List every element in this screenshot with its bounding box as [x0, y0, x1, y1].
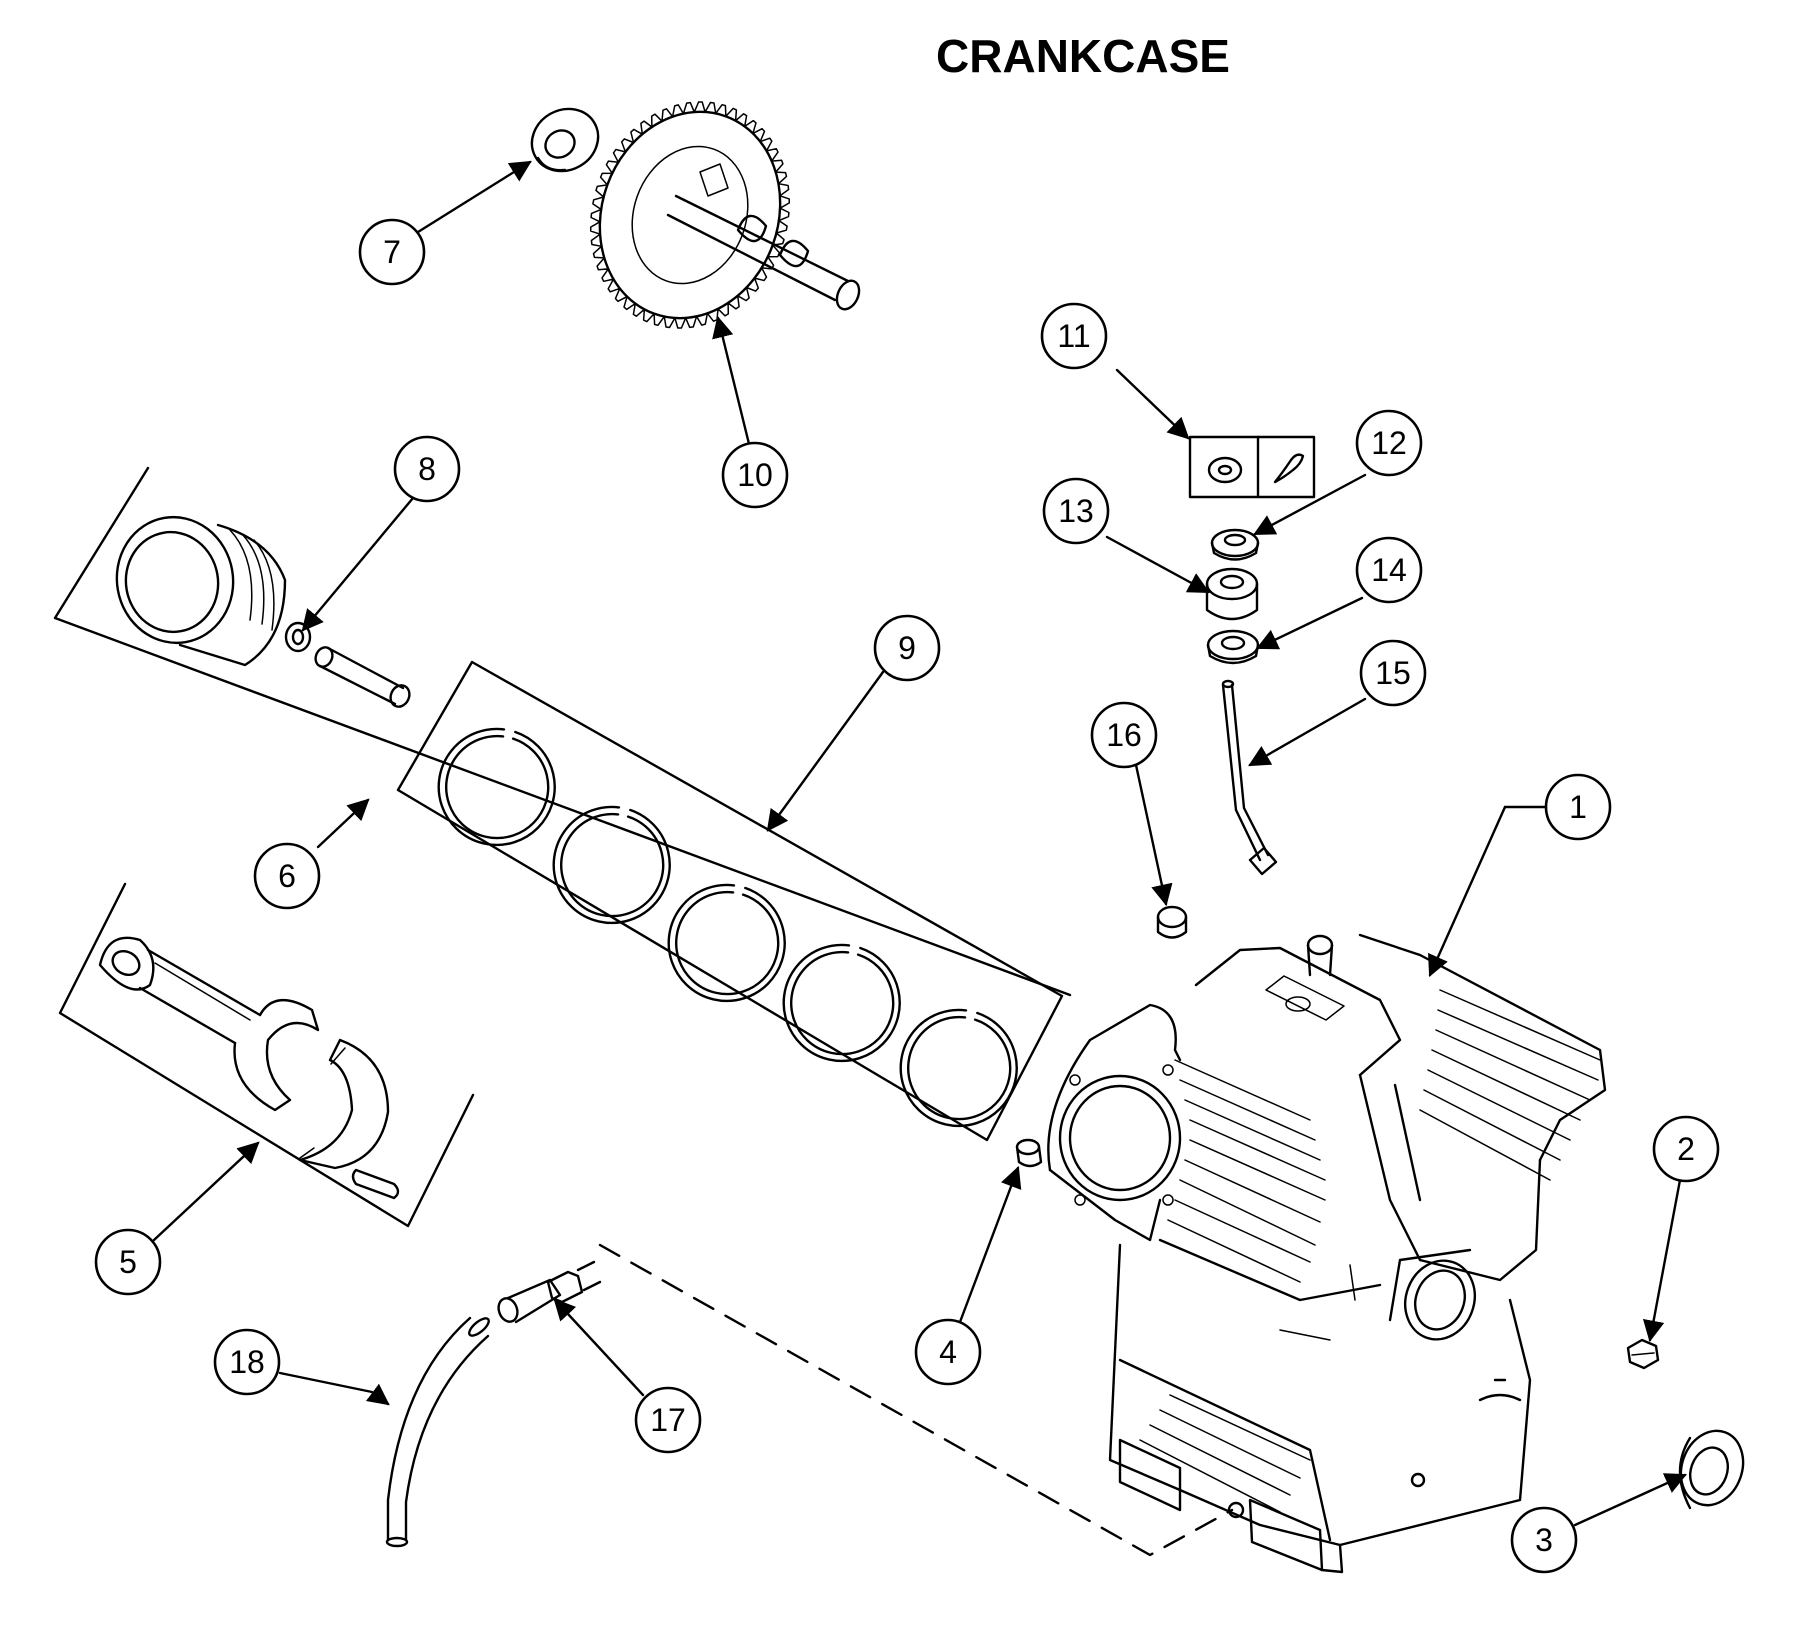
part-13-valve-spring [1205, 567, 1259, 621]
svg-text:6: 6 [278, 858, 296, 894]
svg-text:1: 1 [1569, 789, 1587, 825]
part-18-hose [385, 1316, 490, 1548]
svg-text:15: 15 [1375, 655, 1411, 691]
part-15-valve [1221, 679, 1278, 876]
svg-text:11: 11 [1057, 318, 1090, 354]
callout-leaders [152, 160, 1687, 1527]
svg-text:12: 12 [1371, 425, 1407, 461]
callout-11: 11 [1040, 302, 1108, 370]
part-10-camshaft-gear [589, 101, 861, 329]
callout-4: 4 [914, 1318, 982, 1386]
callout-2: 2 [1652, 1115, 1720, 1183]
svg-text:10: 10 [737, 457, 773, 493]
svg-text:13: 13 [1058, 493, 1094, 529]
part-6-piston-assembly [53, 466, 1072, 997]
callout-15: 15 [1359, 639, 1427, 707]
svg-text:5: 5 [119, 1244, 137, 1280]
part-5-connecting-rod [58, 882, 475, 1228]
part-12-spring-retainer [1210, 528, 1260, 561]
callout-3: 3 [1510, 1506, 1578, 1574]
piston-ring [899, 1008, 1018, 1128]
svg-text:16: 16 [1106, 717, 1142, 753]
callout-5: 5 [94, 1228, 162, 1296]
callout-12: 12 [1355, 409, 1423, 477]
part-14-spring-seat [1206, 629, 1260, 665]
callout-9: 9 [873, 614, 941, 682]
svg-text:8: 8 [418, 451, 436, 487]
callout-13: 13 [1042, 477, 1110, 545]
callout-14: 14 [1355, 536, 1423, 604]
diagram-title: CRANKCASE [936, 30, 1230, 82]
piston-ring [667, 883, 786, 1003]
svg-text:9: 9 [898, 630, 916, 666]
part-4-dowel-pin [1015, 1138, 1043, 1168]
part-1-crankcase [1047, 933, 1607, 1574]
callout-16: 16 [1090, 701, 1158, 769]
svg-text:17: 17 [650, 1402, 686, 1438]
part-11-valve-keeper-kit [1188, 435, 1316, 499]
gear-teeth [589, 101, 791, 329]
part-2-drain-plug [1626, 1338, 1660, 1370]
part-17-breather-fitting [497, 1260, 602, 1324]
svg-text:2: 2 [1677, 1131, 1695, 1167]
part-9-piston-ring-set [396, 660, 1064, 1142]
piston-ring [782, 943, 901, 1063]
svg-text:4: 4 [939, 1334, 957, 1370]
piston-ring [552, 805, 671, 925]
callout-18: 18 [213, 1328, 281, 1396]
svg-text:3: 3 [1535, 1522, 1553, 1558]
svg-text:14: 14 [1371, 552, 1407, 588]
part-7-thrust-washer [530, 107, 600, 173]
callout-7: 7 [358, 218, 426, 286]
callout-8: 8 [393, 435, 461, 503]
part-16-plug [1156, 905, 1188, 939]
callout-10: 10 [721, 441, 789, 509]
callout-6: 6 [253, 842, 321, 910]
svg-text:7: 7 [383, 234, 401, 270]
callout-17: 17 [634, 1386, 702, 1454]
svg-text:18: 18 [229, 1344, 265, 1380]
piston-ring [437, 727, 556, 847]
breather-connection-line [598, 1243, 1234, 1557]
part-3-oil-seal [1678, 1429, 1745, 1510]
callout-1: 1 [1544, 773, 1612, 841]
